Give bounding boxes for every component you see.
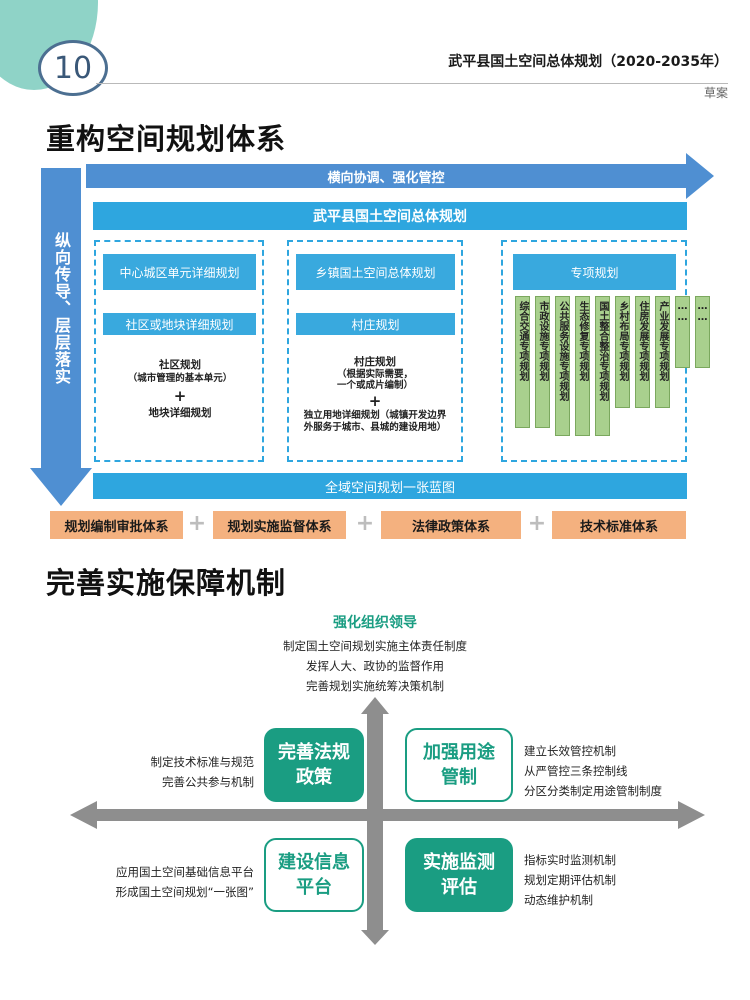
- top-mechanism-line-1: 制定国土空间规划实施主体责任制度: [283, 639, 467, 653]
- section-title-planning-system: 重构空间规划体系: [46, 122, 287, 156]
- special-plan-column: 市政设施专项规划: [535, 296, 550, 428]
- special-plan-column-label: 公共服务设施专项规划: [557, 301, 568, 401]
- plus-icon: +: [368, 392, 382, 410]
- system-approval-bar: 规划编制审批体系: [50, 511, 183, 539]
- use-control-box: 加强用途管制: [405, 728, 513, 802]
- independent-land-plan-text-2: 外服务于城市、县城的建设用地）: [303, 422, 447, 433]
- info-platform-box: 建设信息平台: [264, 838, 364, 912]
- left-upper-line-2: 完善公共参与机制: [162, 775, 254, 789]
- plot-detail-plan-text: 地块详细规划: [148, 407, 212, 419]
- village-plan-bar: 村庄规划: [296, 313, 455, 335]
- legal-policy-box: 完善法规政策: [264, 728, 364, 802]
- system-technical-standard-bar: 技术标准体系: [552, 511, 686, 539]
- special-plan-column: 产业发展专项规划: [655, 296, 670, 408]
- left-upper-line-1: 制定技术标准与规范: [150, 755, 255, 769]
- special-plan-column: 生态修复专项规划: [575, 296, 590, 436]
- right-lower-line-3: 动态维护机制: [524, 893, 593, 907]
- urban-detail-plan-panel: [94, 240, 264, 462]
- township-master-plan-bar: 乡镇国土空间总体规划: [296, 254, 455, 290]
- blueprint-bar: 全域空间规划一张蓝图: [93, 473, 687, 499]
- vertical-arrow: [30, 168, 92, 506]
- independent-land-plan-text-1: 独立用地详细规划（城镇开发边界: [303, 410, 447, 421]
- plus-icon: +: [355, 511, 375, 536]
- plus-icon: +: [187, 511, 207, 536]
- community-plan-note: （城市管理的基本单元）: [127, 373, 233, 384]
- special-plan-column: 乡村布局专项规划: [615, 296, 630, 408]
- right-lower-line-1: 指标实时监测机制: [524, 853, 616, 867]
- special-plan-column-label: ……: [677, 301, 688, 323]
- special-plan-column: ……: [675, 296, 690, 368]
- plus-icon: +: [173, 387, 187, 405]
- village-plan-text: 村庄规划: [354, 356, 396, 368]
- right-upper-line-3: 分区分类制定用途管制制度: [524, 784, 662, 798]
- special-plan-column-label: ……: [697, 301, 708, 323]
- top-mechanism-line-2: 发挥人大、政协的监督作用: [306, 659, 444, 673]
- village-plan-note-2: 一个或成片编制）: [336, 380, 413, 391]
- header-divider: [96, 83, 728, 84]
- special-plan-column-label: 市政设施专项规划: [537, 301, 548, 381]
- top-mechanism-line-3: 完善规划实施统筹决策机制: [306, 679, 444, 693]
- plus-icon: +: [527, 511, 547, 536]
- top-mechanism-title: 强化组织领导: [333, 615, 417, 631]
- horizontal-arrow: [86, 153, 714, 199]
- system-legal-policy-bar: 法律政策体系: [381, 511, 521, 539]
- master-plan-bar: 武平县国土空间总体规划: [93, 202, 687, 230]
- left-lower-line-1: 应用国土空间基础信息平台: [116, 865, 254, 879]
- special-plan-column-label: 产业发展专项规划: [657, 301, 668, 381]
- section-title-safeguard: 完善实施保障机制: [46, 566, 287, 600]
- special-plan-column-label: 生态修复专项规划: [577, 301, 588, 381]
- right-upper-line-1: 建立长效管控机制: [524, 744, 616, 758]
- right-upper-line-2: 从严管控三条控制线: [524, 764, 628, 778]
- central-urban-unit-plan-bar: 中心城区单元详细规划: [103, 254, 256, 290]
- left-lower-line-2: 形成国土空间规划“一张图”: [115, 885, 254, 899]
- special-plan-column: 公共服务设施专项规划: [555, 296, 570, 436]
- special-plan-column-label: 乡村布局专项规划: [617, 301, 628, 381]
- special-plan-column: 国土整合整治专项规划: [595, 296, 610, 436]
- document-title: 武平县国土空间总体规划（2020-2035年）: [448, 54, 728, 70]
- special-plan-column: 住房发展专项规划: [635, 296, 650, 408]
- horizontal-arrow-label: 横向协调、强化管控: [327, 170, 445, 186]
- community-plan-text: 社区规划: [159, 359, 201, 371]
- vertical-arrow-label: 纵向传导、层层落实: [52, 232, 71, 385]
- system-supervision-bar: 规划实施监督体系: [213, 511, 346, 539]
- monitoring-evaluation-box: 实施监测评估: [405, 838, 513, 912]
- special-plan-column: 综合交通专项规划: [515, 296, 530, 428]
- village-plan-note-1: （根据实际需要，: [336, 369, 413, 380]
- draft-label: 草案: [703, 86, 728, 100]
- community-plot-plan-bar: 社区或地块详细规划: [103, 313, 256, 335]
- right-lower-line-2: 规划定期评估机制: [524, 873, 616, 887]
- special-plan-column-label: 国土整合整治专项规划: [597, 301, 608, 401]
- special-plan-column: ……: [695, 296, 710, 368]
- township-plan-panel: [287, 240, 463, 462]
- special-plan-column-label: 住房发展专项规划: [637, 301, 648, 381]
- special-plan-column-label: 综合交通专项规划: [517, 301, 528, 381]
- page-number: 10: [38, 40, 108, 96]
- special-plan-bar: 专项规划: [513, 254, 676, 290]
